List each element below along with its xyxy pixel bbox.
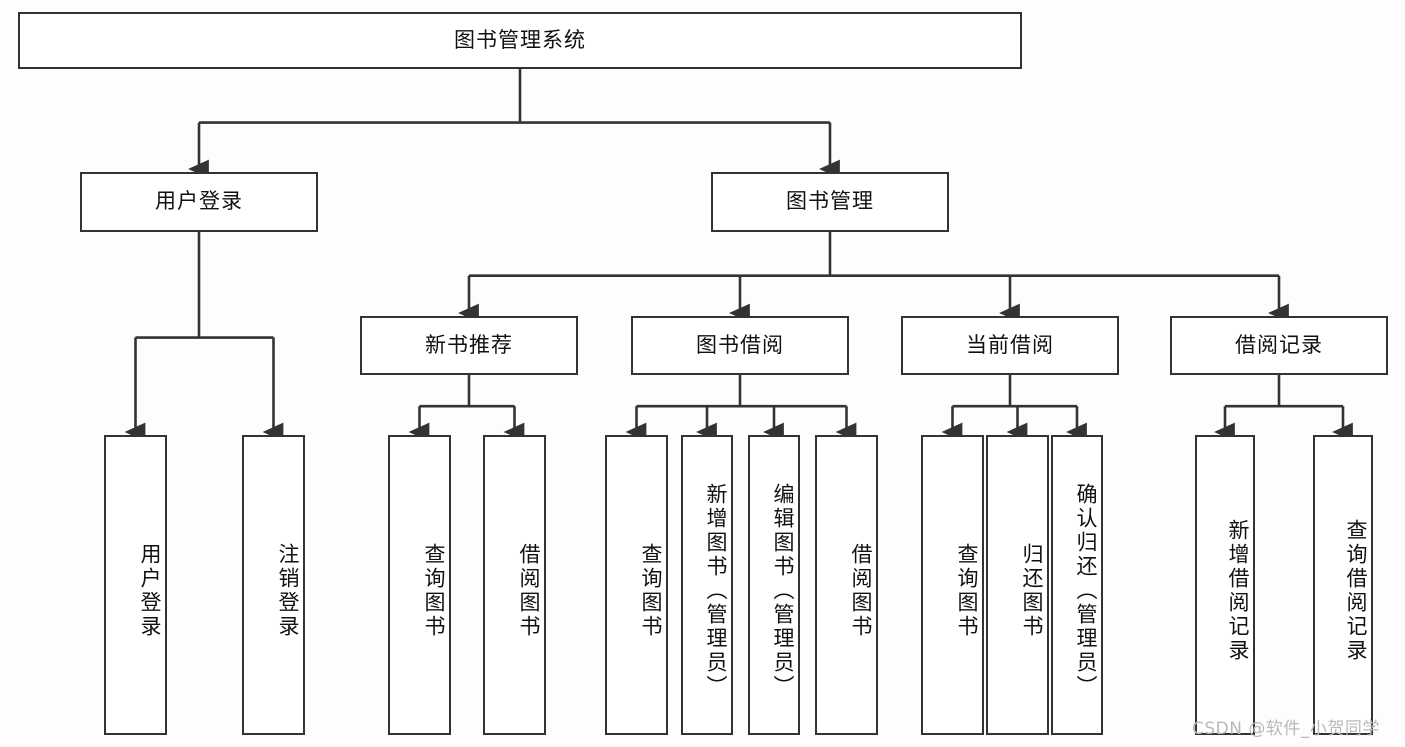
node-label: 用户登录 [138, 543, 162, 639]
node-logout[interactable]: 注销登录 [242, 435, 305, 735]
csdn-watermark: CSDN @软件_小贺同学 [1192, 719, 1380, 739]
node-label: 查询图书 [639, 543, 663, 639]
node-label: 归还图书 [1020, 543, 1044, 639]
node-label: 查询借阅记录 [1344, 519, 1368, 663]
node-label: 查询图书 [955, 543, 979, 639]
node-label: 查询图书 [422, 543, 446, 639]
node-userlogin[interactable]: 用户登录 [104, 435, 167, 735]
node-records[interactable]: 借阅记录 [1170, 316, 1388, 375]
node-borrow[interactable]: 图书借阅 [631, 316, 849, 375]
node-newbook[interactable]: 新书推荐 [360, 316, 578, 375]
node-label: 图书管理系统 [454, 27, 586, 52]
node-bookmgmt[interactable]: 图书管理 [711, 172, 949, 232]
node-label: 当前借阅 [966, 332, 1054, 357]
node-confirmreturn[interactable]: 确认归还（管理员） [1051, 435, 1103, 735]
node-label: 新书推荐 [425, 332, 513, 357]
node-label: 用户登录 [155, 189, 243, 214]
node-label: 借阅图书 [517, 543, 541, 639]
node-label: 新增图书（管理员） [704, 483, 728, 699]
node-login[interactable]: 用户登录 [80, 172, 318, 232]
node-q3[interactable]: 查询图书 [921, 435, 984, 735]
node-addbook[interactable]: 新增图书（管理员） [681, 435, 733, 735]
node-q1[interactable]: 查询图书 [388, 435, 451, 735]
node-editbook[interactable]: 编辑图书（管理员） [748, 435, 800, 735]
node-return[interactable]: 归还图书 [986, 435, 1049, 735]
node-b2[interactable]: 借阅图书 [815, 435, 878, 735]
node-label: 新增借阅记录 [1226, 519, 1250, 663]
node-queryrecord[interactable]: 查询借阅记录 [1313, 435, 1373, 735]
node-label: 借阅记录 [1235, 332, 1323, 357]
node-label: 确认归还（管理员） [1074, 483, 1098, 699]
node-q2[interactable]: 查询图书 [605, 435, 668, 735]
node-label: 图书管理 [786, 189, 874, 214]
node-label: 编辑图书（管理员） [771, 483, 795, 699]
node-b1[interactable]: 借阅图书 [483, 435, 546, 735]
node-addrecord[interactable]: 新增借阅记录 [1195, 435, 1255, 735]
node-root[interactable]: 图书管理系统 [18, 12, 1022, 69]
node-label: 注销登录 [276, 543, 300, 639]
node-label: 借阅图书 [849, 543, 873, 639]
node-label: 图书借阅 [696, 332, 784, 357]
node-current[interactable]: 当前借阅 [901, 316, 1119, 375]
